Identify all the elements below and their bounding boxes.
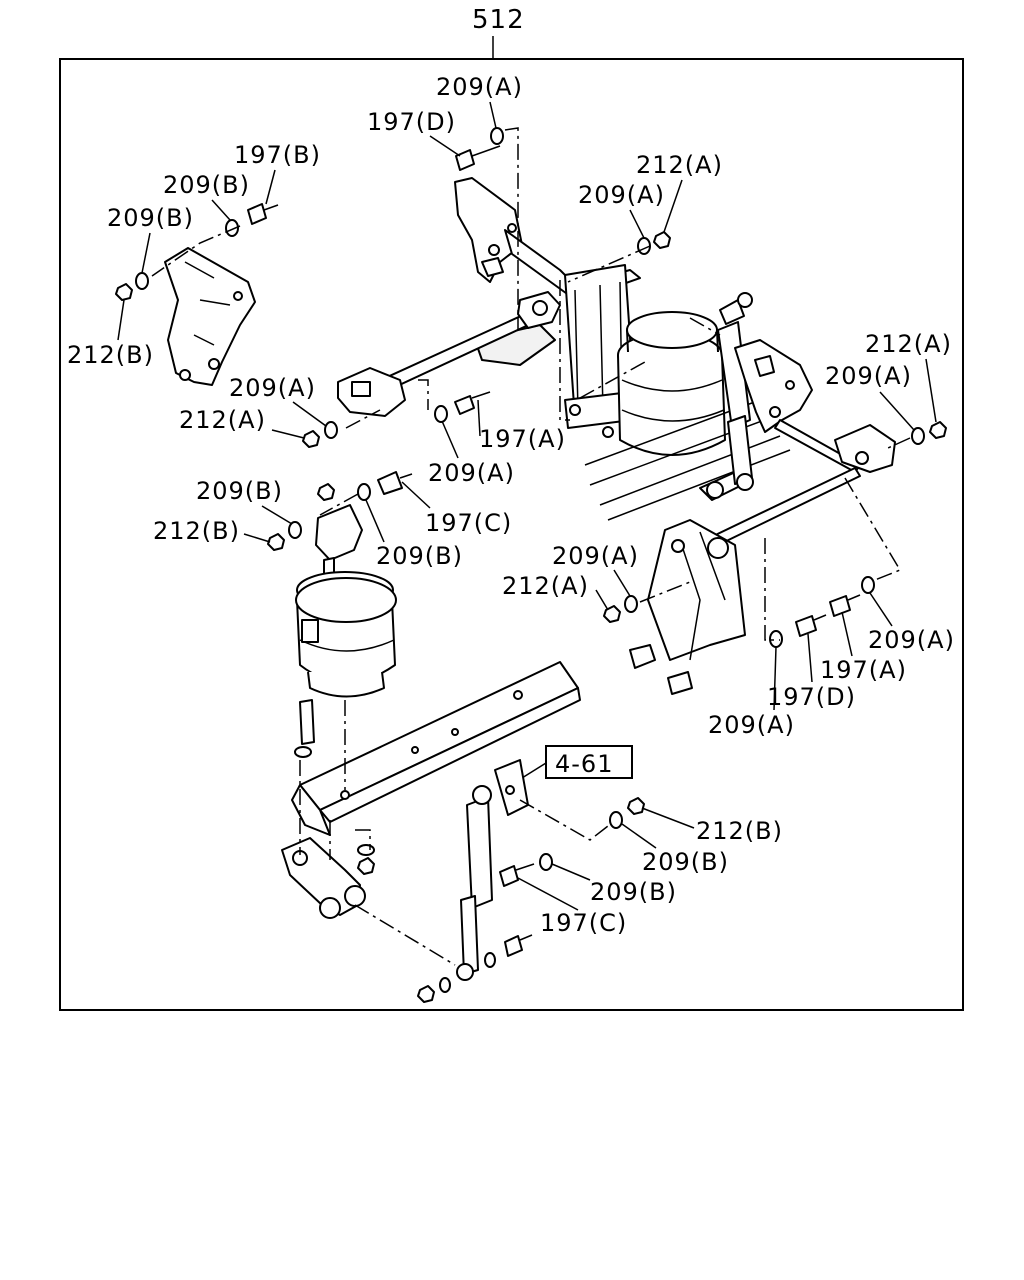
callout-label: 197(C)	[425, 509, 512, 537]
callout-label: 197(A)	[820, 656, 907, 684]
callout-label: 197(C)	[540, 909, 627, 937]
callout-label: 212(A)	[865, 330, 952, 358]
callout-label: 209(A)	[578, 181, 665, 209]
upper-center-hanger	[454, 177, 523, 283]
front-torque-rod	[337, 291, 561, 417]
right-shock-absorber	[706, 292, 754, 499]
callout-label: 212(B)	[696, 817, 783, 845]
callout-label: 212(A)	[636, 151, 723, 179]
callout-label: 209(B)	[590, 878, 677, 906]
callout-label: 209(A)	[868, 626, 955, 654]
callout-label: 212(A)	[502, 572, 589, 600]
left-air-spring	[295, 504, 397, 698]
callout-label: 209(A)	[229, 374, 316, 402]
callout-label: 197(D)	[367, 108, 456, 136]
callout-label: 209(A)	[428, 459, 515, 487]
callout-label: 209(B)	[376, 542, 463, 570]
left-front-bracket	[164, 247, 256, 386]
callout-label: 209(B)	[196, 477, 283, 505]
callout-label: 212(A)	[179, 406, 266, 434]
parts-artwork	[115, 127, 947, 1003]
nuts	[115, 231, 947, 1003]
callout-label: 209(B)	[107, 204, 194, 232]
reference-box	[545, 745, 633, 779]
reference-leader	[521, 762, 547, 779]
reference-label: 4-61	[555, 750, 613, 778]
assembly-lines	[151, 127, 911, 966]
callout-labels: 209(A) 197(D) 197(B) 209(B) 209(B) 212(B…	[67, 73, 955, 937]
left-frame-rail	[291, 661, 581, 836]
left-shock-absorber	[456, 759, 529, 981]
diagram-frame	[59, 58, 964, 1011]
right-lower-hanger	[629, 519, 746, 695]
assembly-number: 512	[472, 5, 525, 35]
callout-label: 212(B)	[153, 517, 240, 545]
callout-label: 209(B)	[642, 848, 729, 876]
callout-label: 209(A)	[825, 362, 912, 390]
callout-label: 209(B)	[163, 171, 250, 199]
right-torque-rod	[704, 419, 896, 549]
callout-label: 197(D)	[767, 683, 856, 711]
callout-label: 212(B)	[67, 341, 154, 369]
callout-label: 209(A)	[552, 542, 639, 570]
callout-label: 209(A)	[708, 711, 795, 739]
rear-air-spring	[564, 264, 726, 456]
bolts	[247, 145, 861, 957]
right-upper-bracket	[734, 339, 813, 433]
callout-label: 197(A)	[479, 425, 566, 453]
callout-label: 209(A)	[436, 73, 523, 101]
leader-lines	[117, 101, 937, 911]
left-lower-hanger	[281, 837, 366, 919]
callout-label: 197(B)	[234, 141, 321, 169]
washers	[135, 127, 925, 993]
